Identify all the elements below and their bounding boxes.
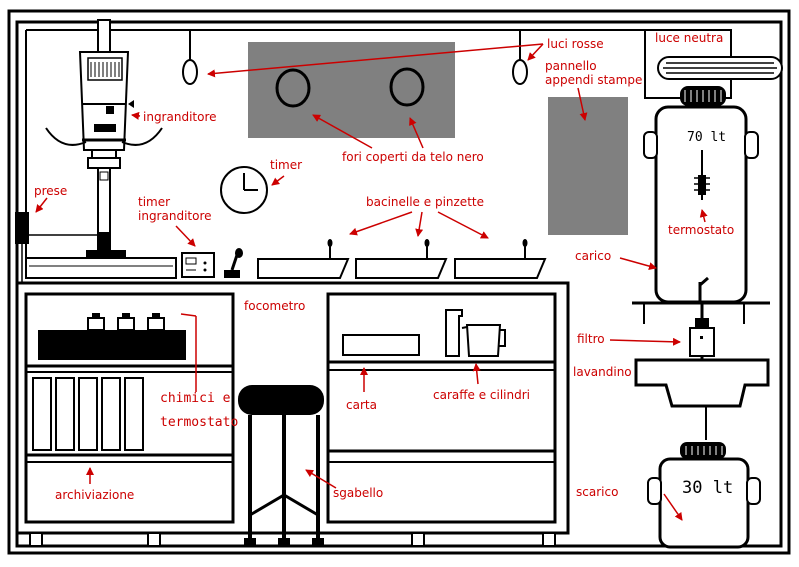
label-stool: sgabello: [333, 486, 384, 500]
label-sink: lavandino: [573, 365, 632, 379]
tank-shelf: [632, 301, 770, 324]
jugs-and-cylinders: [445, 309, 506, 357]
label-jugs: caraffe e cilindri: [433, 388, 530, 402]
chemicals-block: [38, 313, 186, 360]
label-enlarger-timer-line1: timer: [138, 195, 171, 209]
developing-trays: [257, 239, 547, 279]
right-cabinet: [326, 292, 557, 524]
label-red-lights: luci rosse: [547, 37, 604, 51]
label-sockets: prese: [34, 184, 68, 198]
label-timer: timer: [270, 158, 303, 172]
red-light-right: [512, 30, 528, 85]
tank-30l-volume: 30 lt: [682, 478, 734, 498]
focometer: [224, 248, 243, 278]
label-thermostat: termostato: [668, 223, 735, 237]
tank-70l-volume: 70 lt: [687, 130, 727, 145]
covered-holes-panel: [248, 42, 455, 138]
label-drain: scarico: [576, 485, 619, 499]
enlarger-baseboard: [25, 257, 177, 279]
water-filter: [689, 318, 715, 362]
label-print-panel-line2: appendi stampe: [545, 73, 643, 87]
room-walls: [7, 9, 791, 555]
label-chemicals-line2: termostato: [160, 415, 239, 430]
label-paper: carta: [346, 398, 377, 412]
label-neutral-light: luce neutra: [655, 31, 724, 45]
wall-timer-clock: [220, 166, 268, 214]
label-chemicals-line1: chimici e: [160, 391, 231, 406]
stool: [238, 385, 324, 546]
label-enlarger-timer-line2: ingranditore: [138, 209, 212, 223]
label-print-panel-line1: pannello: [545, 59, 597, 73]
archive-binders: [32, 377, 144, 451]
label-trays: bacinelle e pinzette: [366, 195, 484, 209]
label-archive: archiviazione: [55, 488, 135, 502]
drain-tank-30l: [647, 442, 761, 549]
label-filter: filtro: [577, 332, 605, 346]
sink: [634, 358, 770, 440]
label-inlet: carico: [575, 249, 612, 263]
enlarger: [45, 19, 163, 258]
enlarger-timer-device: [181, 252, 215, 278]
label-enlarger: ingranditore: [143, 110, 217, 124]
annotation-arrows: [35, 43, 708, 521]
label-covered-holes: fori coperti da telo nero: [342, 150, 484, 164]
paper-box: [342, 334, 420, 356]
red-light-left: [182, 30, 198, 85]
print-hanging-panel: [548, 97, 628, 235]
label-focometer: focometro: [244, 299, 306, 313]
water-tank-70l: [643, 86, 759, 304]
